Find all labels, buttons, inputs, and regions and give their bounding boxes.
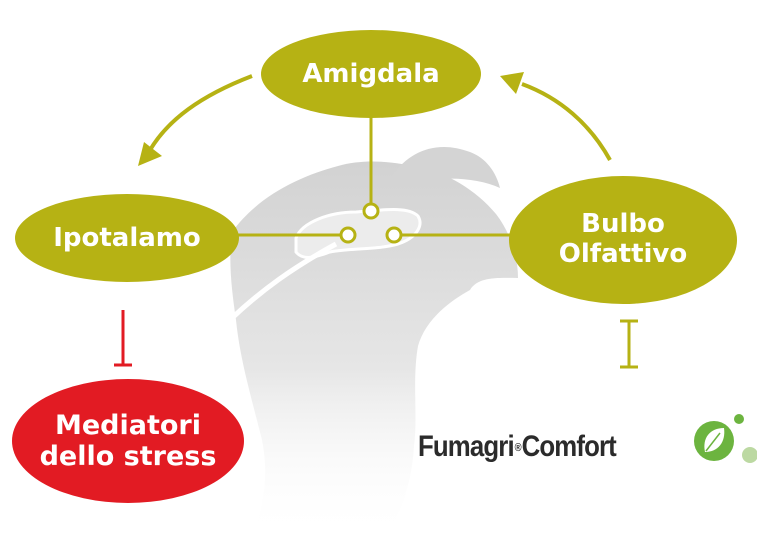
node-ipotalamo xyxy=(15,194,239,282)
arrow-amigdala-to-ipotalamo xyxy=(148,74,253,152)
brand-name-part1: Fumagri xyxy=(418,430,515,463)
ear-silhouette xyxy=(392,146,500,188)
node-amigdala xyxy=(261,30,481,118)
ipotalamo-label: Ipotalamo xyxy=(53,223,201,254)
connector-node-left xyxy=(339,226,357,244)
node-mediatori-stress xyxy=(12,379,244,503)
arrowhead-ipotalamo xyxy=(138,142,162,166)
brain-outline xyxy=(294,208,422,259)
fumagri-comfort-brand: Fumagri®Comfort xyxy=(418,424,754,470)
mediatori-stress-label: Mediatori dello stress xyxy=(12,382,244,500)
connector-node-right xyxy=(385,226,403,244)
mediatori-label-line1: Mediatori xyxy=(54,409,201,441)
brand-name-part2: Comfort xyxy=(521,430,617,463)
bulbo-olfattivo-label: Bulbo Olfattivo xyxy=(510,186,736,294)
bulbo-label-line2: Olfattivo xyxy=(558,239,688,269)
amigdala-label: Amigdala xyxy=(302,59,440,90)
node-bulbo-olfattivo xyxy=(509,176,737,304)
leaf-logo-icon xyxy=(694,414,757,463)
mediatori-label-line2: dello stress xyxy=(39,441,217,472)
connector-node-top xyxy=(362,202,380,220)
bulbo-label-line1: Bulbo xyxy=(581,209,665,240)
arrow-bulbo-to-amigdala xyxy=(521,82,612,161)
arrowhead-amigdala xyxy=(500,72,524,94)
nerve-line xyxy=(230,241,338,320)
brand-name: Fumagri®Comfort xyxy=(418,430,617,464)
registered-mark: ® xyxy=(514,442,522,455)
